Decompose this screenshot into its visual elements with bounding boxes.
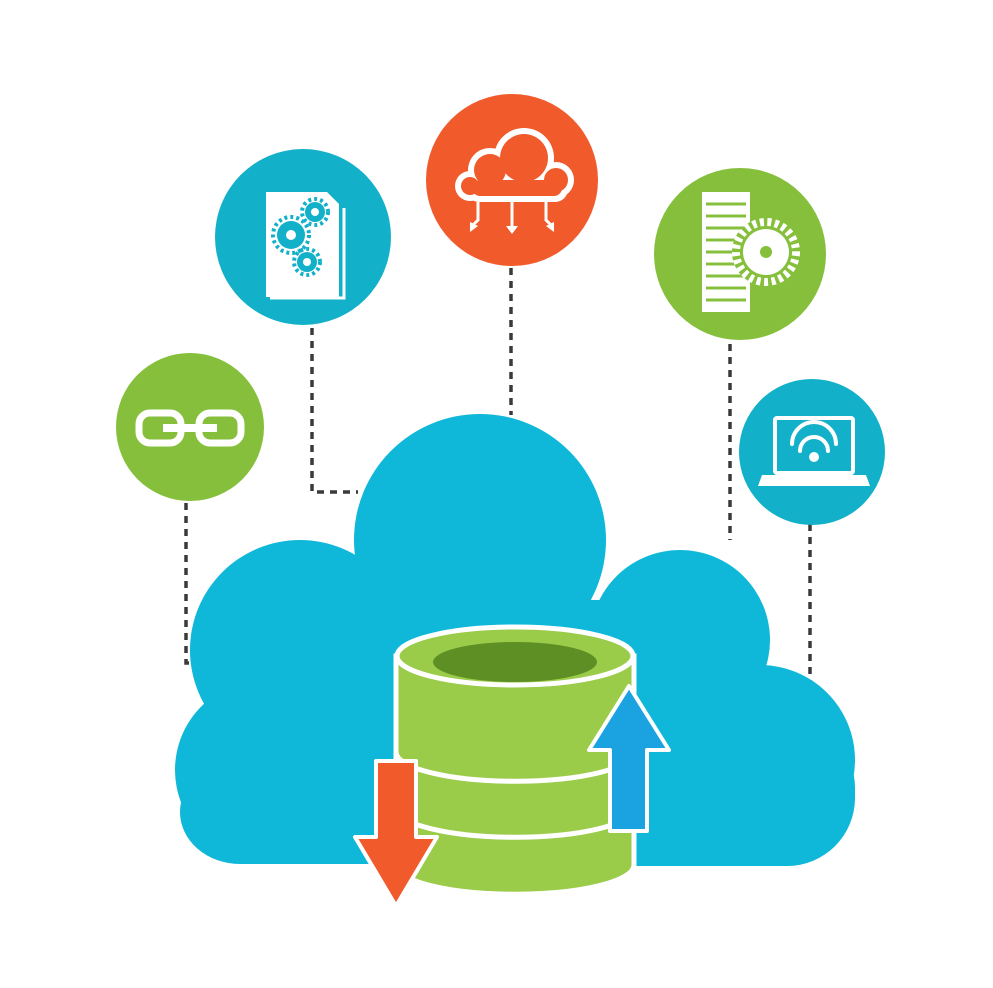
gear-document-icon	[266, 192, 346, 300]
arrow-up-icon	[587, 684, 671, 833]
connectors	[184, 268, 812, 690]
node-link	[116, 353, 264, 501]
connector-documents	[310, 328, 358, 494]
node-cloud-download	[426, 94, 598, 266]
server-gear-icon	[702, 192, 800, 312]
chain-link-icon	[135, 409, 245, 447]
connector-link	[184, 503, 212, 665]
node-server	[654, 168, 826, 340]
laptop-wifi-icon	[758, 416, 870, 486]
node-documents	[215, 149, 391, 325]
arrow-down-icon	[353, 759, 439, 908]
cloud-download-icon	[455, 128, 574, 234]
database-icon	[393, 624, 637, 897]
node-laptop	[739, 379, 885, 525]
